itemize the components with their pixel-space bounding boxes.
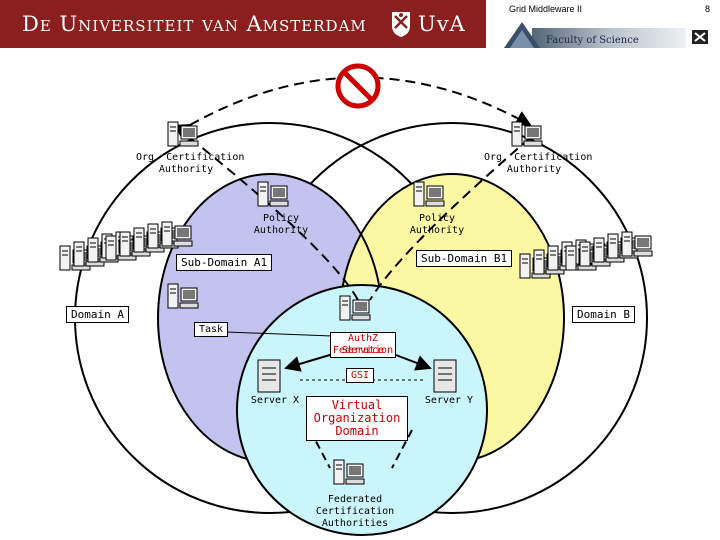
- server-y-icon: [433, 359, 457, 393]
- domain-a-label: Domain A: [66, 306, 129, 323]
- policy-left-computer-icon: [257, 181, 289, 207]
- authz-line3: Service: [341, 345, 385, 356]
- federated-ca-label: Federated Certification Authorities: [310, 494, 400, 530]
- task-link: [225, 331, 333, 337]
- no-entry-sign-icon: [335, 63, 381, 109]
- server-x-label: Server X: [250, 395, 300, 406]
- faculty-crest-icon: [692, 30, 708, 44]
- fedca-line2: Certification: [315, 506, 395, 517]
- slide-title: Grid Middleware II: [509, 4, 583, 14]
- authz-line2: Federation: [332, 345, 394, 356]
- policy-right-label: Policy Authority: [402, 213, 472, 237]
- gsi-label: GSI: [346, 368, 375, 383]
- domain-b-label: Domain B: [572, 306, 635, 323]
- org-ca-right-line2: Authority: [506, 164, 562, 175]
- task-computer-icon: [167, 283, 199, 309]
- authz-line1: AuthZ: [347, 333, 379, 344]
- org-ca-right-label: Org. Certification Authority: [484, 152, 593, 176]
- trust-path-left: [189, 137, 359, 301]
- policy-right-computer-icon: [413, 181, 445, 207]
- org-ca-left-line2: Authority: [158, 164, 214, 175]
- policy-left-line1: Policy: [262, 213, 300, 224]
- server-x-icon: [257, 359, 281, 393]
- vo-line1: Virtual: [331, 398, 383, 412]
- university-crest-icon: [392, 12, 410, 37]
- org-ca-left-computer-icon: [167, 121, 199, 147]
- faculty-name: Faculty of Science: [546, 35, 639, 46]
- vo-fedca-link-right: [391, 429, 413, 469]
- vo-line3: Domain: [335, 424, 379, 438]
- federated-ca-computer-icon: [333, 459, 365, 485]
- subdomain-b-label: Sub-Domain B1: [416, 250, 513, 267]
- university-header-bar: De Universiteit van Amsterdam UvA: [0, 0, 486, 48]
- subdomain-a-label: Sub-Domain A1: [176, 254, 273, 271]
- policy-left-line2: Authority: [253, 225, 309, 236]
- faculty-banner: Faculty of Science: [504, 22, 686, 48]
- trust-path-right: [369, 137, 531, 301]
- org-ca-left-line1: Org. Certification: [136, 152, 245, 163]
- server-y-label: Server Y: [424, 395, 474, 406]
- org-ca-right-computer-icon: [511, 121, 543, 147]
- org-ca-left-label: Org. Certification Authority: [136, 152, 245, 176]
- uva-logo-text: UvA: [418, 12, 466, 36]
- vo-line2: Organization: [313, 411, 401, 425]
- university-name: De Universiteit van Amsterdam: [22, 12, 367, 36]
- org-ca-right-line1: Org. Certification: [484, 152, 593, 163]
- vo-label: Virtual Organization Domain: [306, 396, 408, 441]
- page-number: 8: [704, 4, 710, 14]
- policy-right-line1: Policy: [418, 213, 456, 224]
- policy-left-label: Policy Authority: [246, 213, 316, 237]
- authz-service-computer-icon: [339, 295, 371, 321]
- policy-right-line2: Authority: [409, 225, 465, 236]
- task-label: Task: [194, 322, 229, 337]
- fedca-line3: Authorities: [321, 518, 389, 529]
- fedca-line1: Federated: [327, 494, 383, 505]
- authz-label: AuthZ Federation Service: [330, 332, 396, 358]
